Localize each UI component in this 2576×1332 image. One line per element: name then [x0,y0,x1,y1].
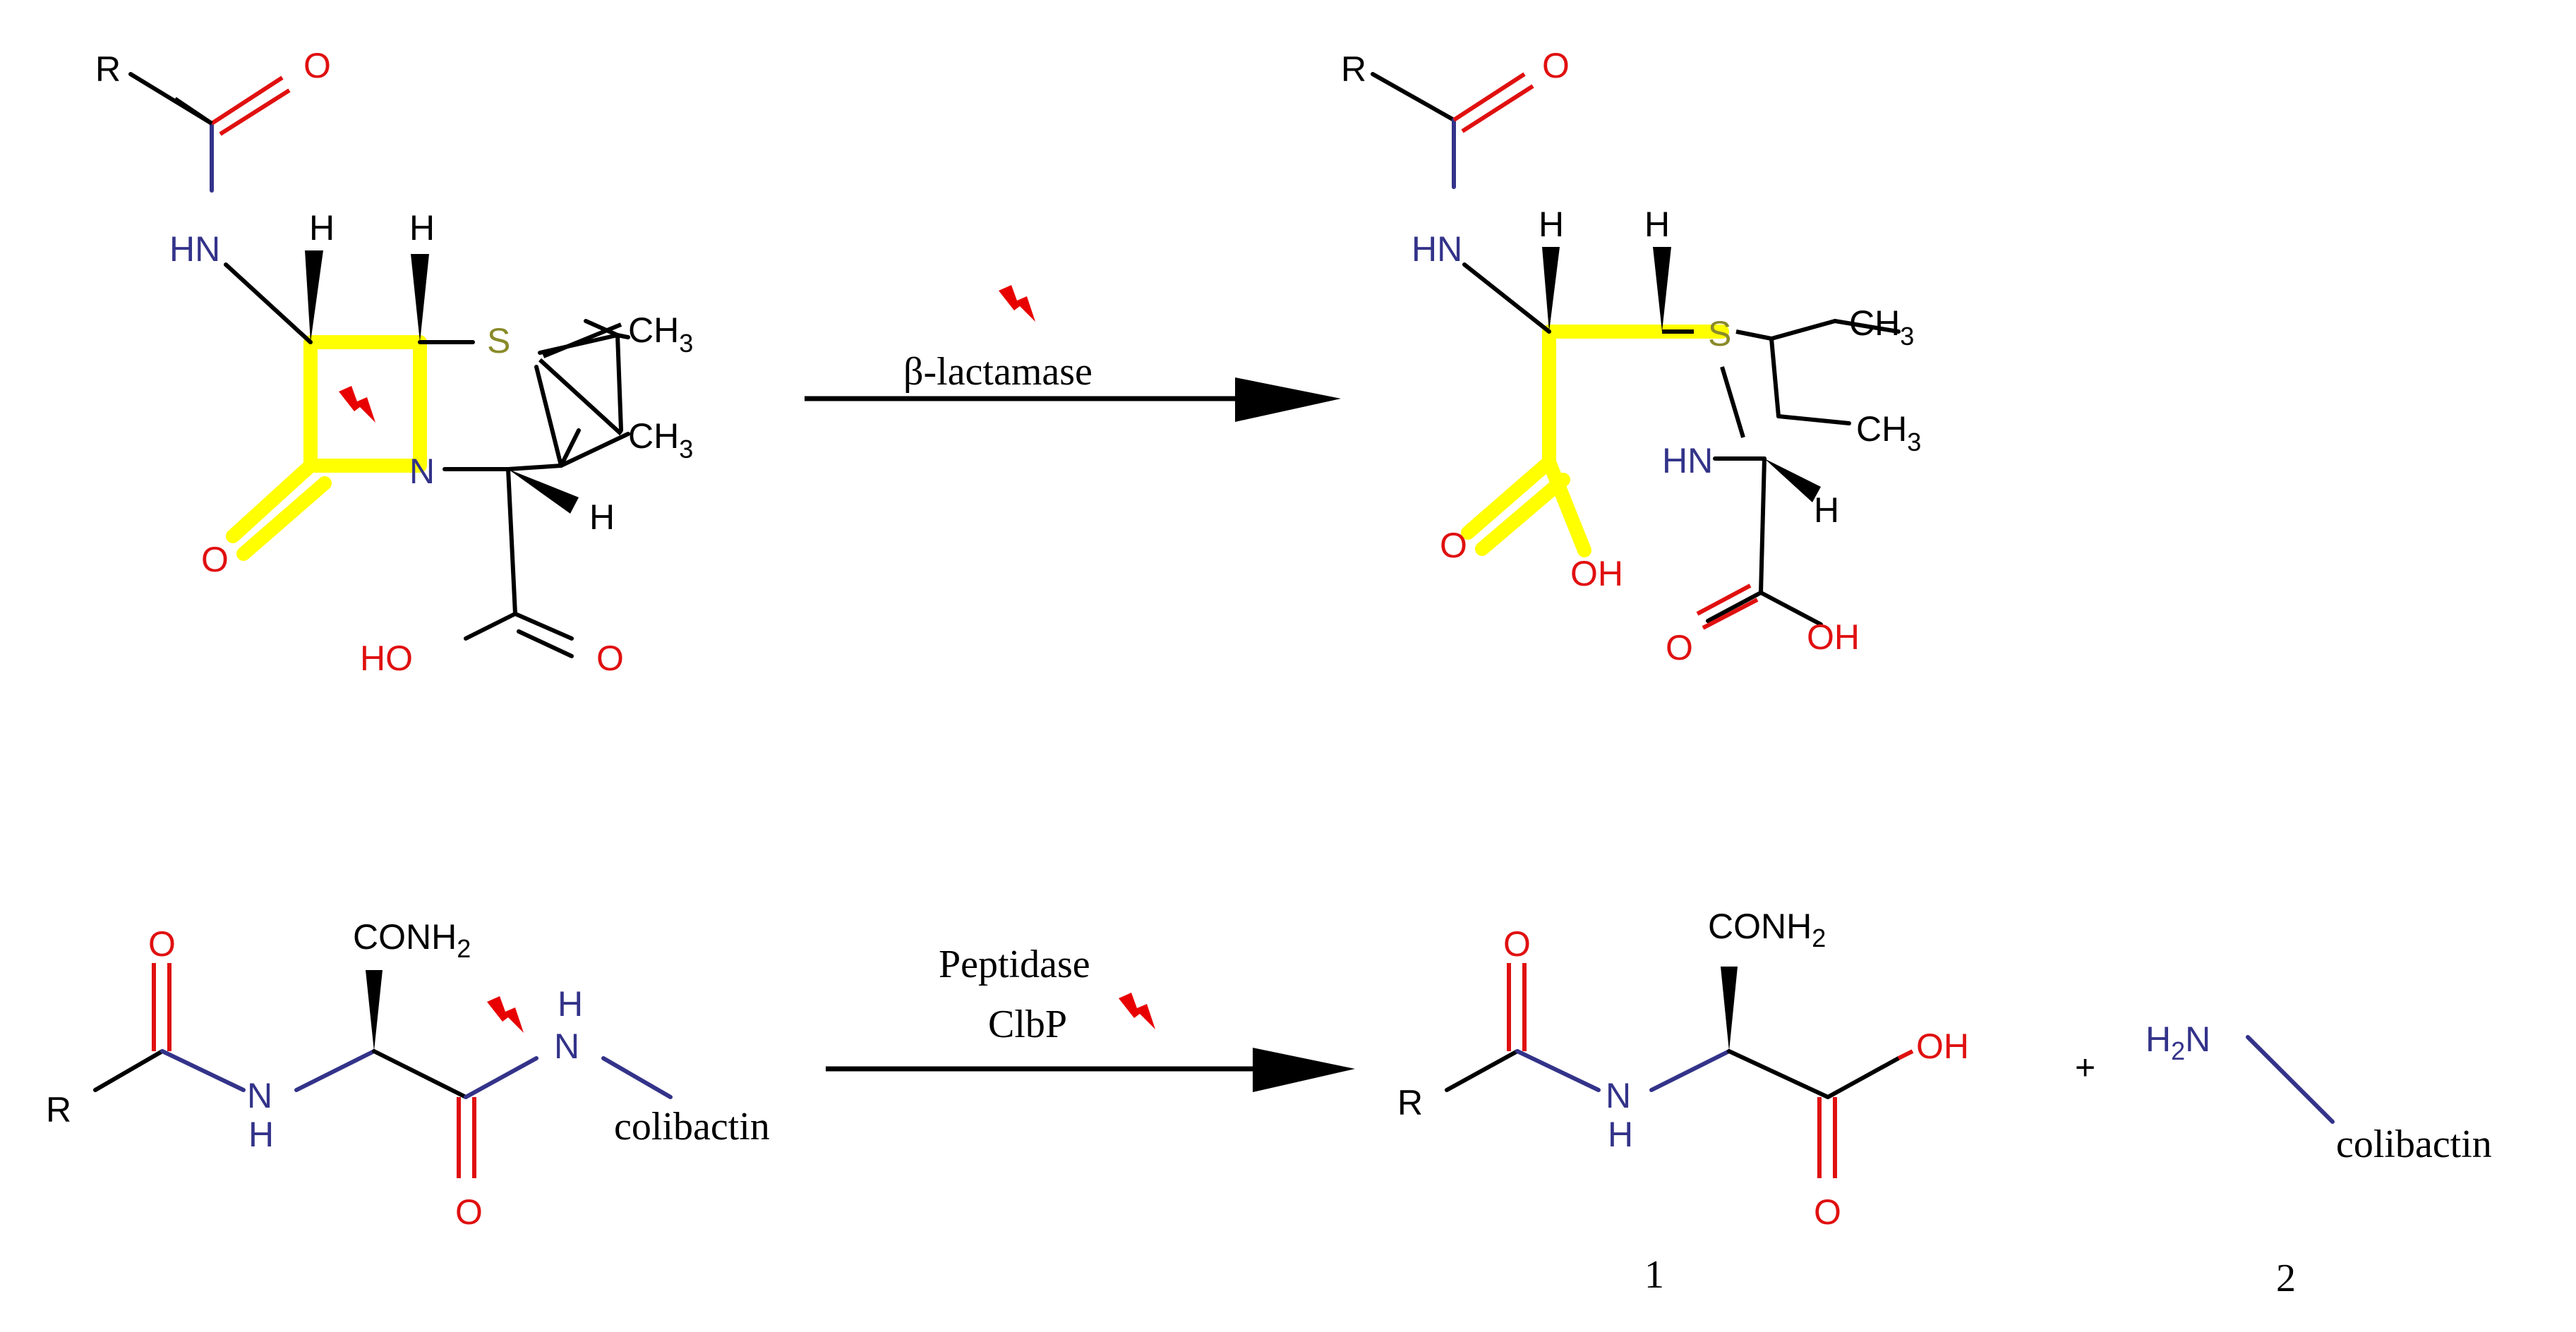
amide-h-label: H [248,1115,274,1154]
hydrogen-label: H [1644,205,1670,244]
sulfur-label: S [1708,314,1731,353]
amide-n-label: N [1606,1076,1631,1115]
product-2-structure: H2N colibactin 2 [2145,1019,2492,1300]
carbonyl-oxygen-label: O [455,1192,483,1232]
compound-number-2: 2 [2276,1257,2296,1300]
amide-nh-label: HN [1412,229,1462,269]
lightning-bolt-icon [487,996,524,1033]
compound-number-1: 1 [1644,1253,1664,1297]
methyl-label: CH3 [1849,303,1914,351]
carbonyl-oxygen-label: O [1503,924,1531,964]
lactam-oxygen-label: O [201,540,229,579]
acid-oxygen-label: O [596,638,624,678]
hydrogen-label: H [1814,490,1839,530]
hydroxyl-label: OH [1570,554,1623,593]
plus-sign: + [2075,1048,2095,1087]
hydroxyl-label: OH [1807,617,1860,657]
hydrogen-label: H [1539,205,1564,244]
amide-h-label: H [558,984,583,1024]
hydrogen-label: H [409,208,435,248]
reaction-arrow-1: β-lactamase [805,285,1341,422]
r-group-label: R [95,49,121,89]
hydroxyl-label: OH [1916,1027,1969,1066]
precolibactin-structure: O R N H CONH2 O H N colibactin [46,917,770,1232]
hydrogen-label: H [309,208,335,248]
penicillin-structure: R O HN H H S CH3 CH3 N H O HO O [95,46,693,678]
ring-nh-label: HN [1662,441,1713,480]
hydrogen-label: H [589,497,615,537]
lightning-bolt-icon [999,285,1035,322]
carbonyl-oxygen-label: O [148,924,176,964]
colibactin-label: colibactin [2336,1122,2492,1166]
sulfur-label: S [487,321,510,361]
amide-nh-label: HN [169,229,220,269]
ring-nitrogen-label: N [409,452,435,491]
lightning-bolt-icon [339,386,375,423]
amine-label: H2N [2145,1019,2210,1065]
r-group-label: R [1341,49,1366,89]
r-group-label: R [1397,1083,1423,1122]
amide-n-label: N [554,1027,579,1066]
beta-lactam-ring-highlight [226,335,427,561]
methyl-label: CH3 [1856,409,1921,456]
enzyme-label-peptidase: Peptidase [939,943,1090,986]
amide-oxygen-label: O [1542,46,1570,85]
r-group-label: R [46,1090,71,1130]
amide-n-label: N [247,1076,272,1115]
amide-oxygen-label: O [303,46,331,85]
methyl-label: CH3 [628,416,693,464]
methyl-label: CH3 [628,310,693,358]
reaction-arrow-2: Peptidase ClbP [826,943,1355,1092]
acid-oxygen-label: O [1666,628,1693,667]
product-1-structure: O R N H CONH2 OH O 1 [1397,907,1969,1297]
enzyme-label-clbp: ClbP [988,1003,1067,1046]
carboxyl-oxygen-label: O [1440,526,1467,565]
carboxamide-label: CONH2 [353,917,471,963]
colibactin-label: colibactin [614,1105,770,1149]
enzyme-label-beta-lactamase: β-lactamase [903,350,1093,394]
carbonyl-oxygen-label: O [1814,1192,1841,1232]
amide-h-label: H [1608,1115,1633,1154]
carboxamide-label: CONH2 [1708,907,1826,952]
hydroxyl-label: HO [360,638,413,678]
penicilloic-acid-structure: R O HN H H S CH3 CH3 HN H O OH O OH [1341,46,1921,667]
lightning-bolt-icon [1119,993,1155,1029]
